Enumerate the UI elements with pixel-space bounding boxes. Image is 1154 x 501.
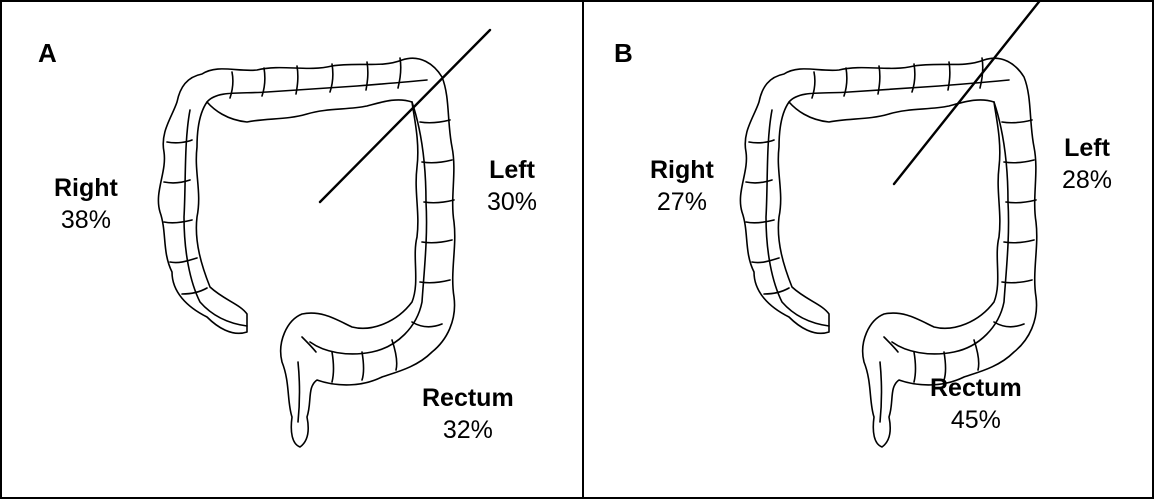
region-right-percent: 27%	[650, 186, 714, 218]
region-rectum: Rectum 32%	[422, 382, 514, 446]
region-rectum-percent: 32%	[422, 414, 514, 446]
region-right-label: Right	[54, 172, 118, 204]
region-right-percent: 38%	[54, 204, 118, 236]
colon-outline	[158, 58, 454, 447]
region-left-percent: 28%	[1062, 164, 1112, 196]
panel-b: B Right 27% Left 28% Rectum	[582, 0, 1154, 499]
region-rectum-label: Rectum	[422, 382, 514, 414]
region-left-percent: 30%	[487, 186, 537, 218]
region-right: Right 27%	[650, 154, 714, 218]
region-right: Right 38%	[54, 172, 118, 236]
region-right-label: Right	[650, 154, 714, 186]
region-left: Left 30%	[487, 154, 537, 218]
panel-a: A Right 38% Lef	[0, 0, 584, 499]
region-left: Left 28%	[1062, 132, 1112, 196]
region-left-label: Left	[1062, 132, 1112, 164]
region-left-label: Left	[487, 154, 537, 186]
region-rectum: Rectum 45%	[930, 372, 1022, 436]
region-rectum-label: Rectum	[930, 372, 1022, 404]
colon-illustration	[584, 2, 1154, 499]
region-rectum-percent: 45%	[930, 404, 1022, 436]
